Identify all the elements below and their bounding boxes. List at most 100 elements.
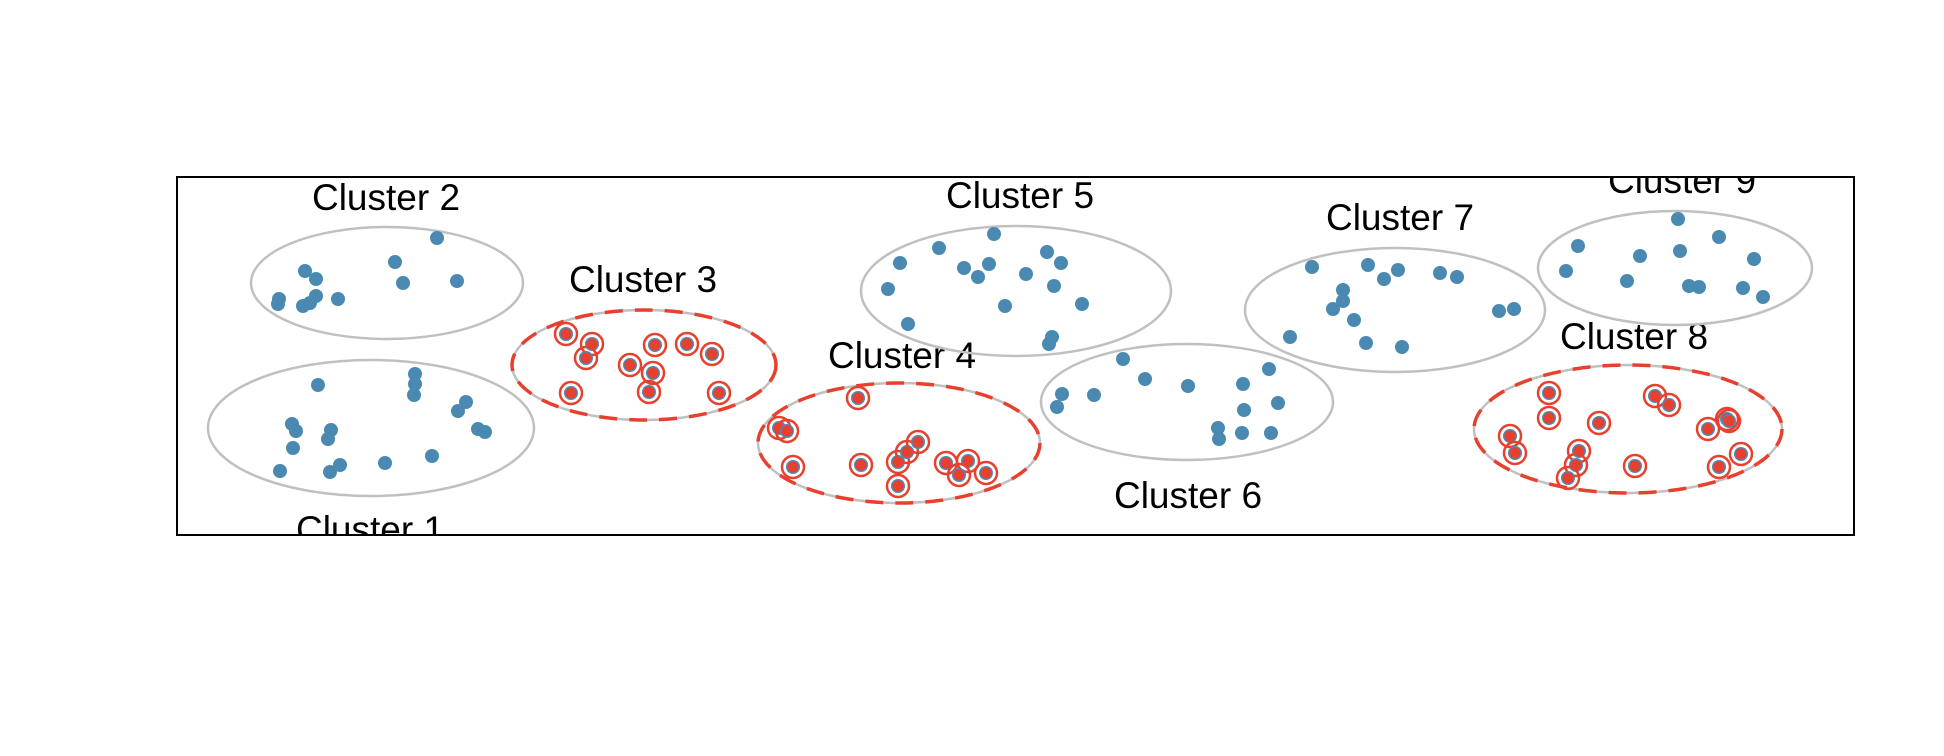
sampled-point <box>940 457 952 469</box>
cluster-4: Cluster 4 <box>756 335 1042 505</box>
selected-cluster-outline <box>756 381 1042 505</box>
sampled-point <box>681 338 693 350</box>
data-point <box>298 264 312 278</box>
sampled-point-ring <box>1586 410 1612 436</box>
data-point <box>1377 272 1391 286</box>
cluster-label: Cluster 2 <box>312 177 460 218</box>
data-point <box>1055 387 1069 401</box>
sampled-point-ring <box>636 379 662 405</box>
data-point <box>321 432 335 446</box>
cluster-6: Cluster 6 <box>1039 342 1335 516</box>
data-point <box>1042 337 1056 351</box>
data-point <box>1347 313 1361 327</box>
data-point <box>450 274 464 288</box>
data-point <box>1237 403 1251 417</box>
data-point <box>459 395 473 409</box>
cluster-ellipse <box>859 224 1173 358</box>
data-point <box>331 292 345 306</box>
data-point <box>1116 352 1130 366</box>
cluster-ellipse <box>1039 342 1335 462</box>
data-point <box>289 424 303 438</box>
data-point <box>1361 258 1375 272</box>
data-point <box>407 388 421 402</box>
data-point <box>1620 274 1634 288</box>
sampled-point-ring <box>885 473 911 499</box>
sampled-point-ring <box>1714 406 1740 432</box>
selected-cluster-outline <box>1472 363 1784 495</box>
sampled-point <box>1649 390 1661 402</box>
data-point <box>271 297 285 311</box>
cluster-label: Cluster 9 <box>1608 160 1756 201</box>
sampled-point-ring <box>1706 454 1732 480</box>
sampled-point-ring <box>617 352 643 378</box>
sampled-point <box>1562 472 1574 484</box>
cluster-ellipse <box>206 358 536 498</box>
sampled-point-ring <box>845 385 871 411</box>
data-point <box>396 276 410 290</box>
data-point <box>1559 264 1573 278</box>
sampled-point <box>901 446 913 458</box>
sampled-point <box>912 436 924 448</box>
sampled-point-ring <box>946 462 972 488</box>
sampled-point <box>892 456 904 468</box>
data-point <box>273 464 287 478</box>
sampled-point-ring <box>1536 405 1562 431</box>
sampled-point-ring <box>1695 416 1721 442</box>
data-point <box>1395 340 1409 354</box>
data-point <box>1235 426 1249 440</box>
cluster-2: Cluster 2 <box>249 177 525 341</box>
data-point <box>932 241 946 255</box>
data-point <box>1571 239 1585 253</box>
sampled-point-ring <box>848 452 874 478</box>
data-point <box>987 227 1001 241</box>
sampled-point-ring <box>1555 465 1581 491</box>
cluster-1: Cluster 1 <box>206 358 536 550</box>
sampled-point-ring <box>699 341 725 367</box>
sampled-point-ring <box>905 429 931 455</box>
sampled-point-ring <box>573 345 599 371</box>
data-point <box>1671 212 1685 226</box>
data-point <box>1756 290 1770 304</box>
data-point <box>1736 281 1750 295</box>
sampled-point <box>855 459 867 471</box>
data-point <box>388 255 402 269</box>
sampled-point-ring <box>558 380 584 406</box>
sampled-point <box>1543 387 1555 399</box>
data-point <box>893 256 907 270</box>
cluster-ellipse <box>249 225 525 341</box>
data-point <box>286 441 300 455</box>
cluster-ellipse <box>1243 246 1547 374</box>
sampled-point <box>643 386 655 398</box>
sampled-point <box>953 469 965 481</box>
cluster-9: Cluster 9 <box>1536 160 1814 327</box>
data-point <box>1054 256 1068 270</box>
sampled-point <box>787 461 799 473</box>
sampled-point <box>1629 460 1641 472</box>
data-point <box>998 299 1012 313</box>
cluster-label: Cluster 6 <box>1114 475 1262 516</box>
sampled-point <box>1504 430 1516 442</box>
data-point <box>1492 304 1506 318</box>
sampled-point-ring <box>1642 383 1668 409</box>
sampled-point-ring <box>1728 441 1754 467</box>
sampled-point-ring <box>640 360 666 386</box>
cluster-label: Cluster 3 <box>569 259 717 300</box>
cluster-label: Cluster 1 <box>296 509 444 550</box>
sampled-point-ring <box>955 448 981 474</box>
sampled-point-ring <box>1656 392 1682 418</box>
sampled-point <box>1663 399 1675 411</box>
sampled-point <box>1723 415 1735 427</box>
cluster-7: Cluster 7 <box>1243 197 1547 374</box>
sampled-point <box>1713 461 1725 473</box>
data-point <box>309 272 323 286</box>
sampled-point-ring <box>674 331 700 357</box>
sampled-point-ring <box>1622 453 1648 479</box>
data-point <box>309 289 323 303</box>
data-point <box>478 425 492 439</box>
cluster-5: Cluster 5 <box>859 177 1173 358</box>
sampled-point <box>624 359 636 371</box>
data-point <box>1336 294 1350 308</box>
cluster-8: Cluster 8 <box>1472 316 1784 495</box>
cluster-label: Cluster 7 <box>1326 197 1474 238</box>
